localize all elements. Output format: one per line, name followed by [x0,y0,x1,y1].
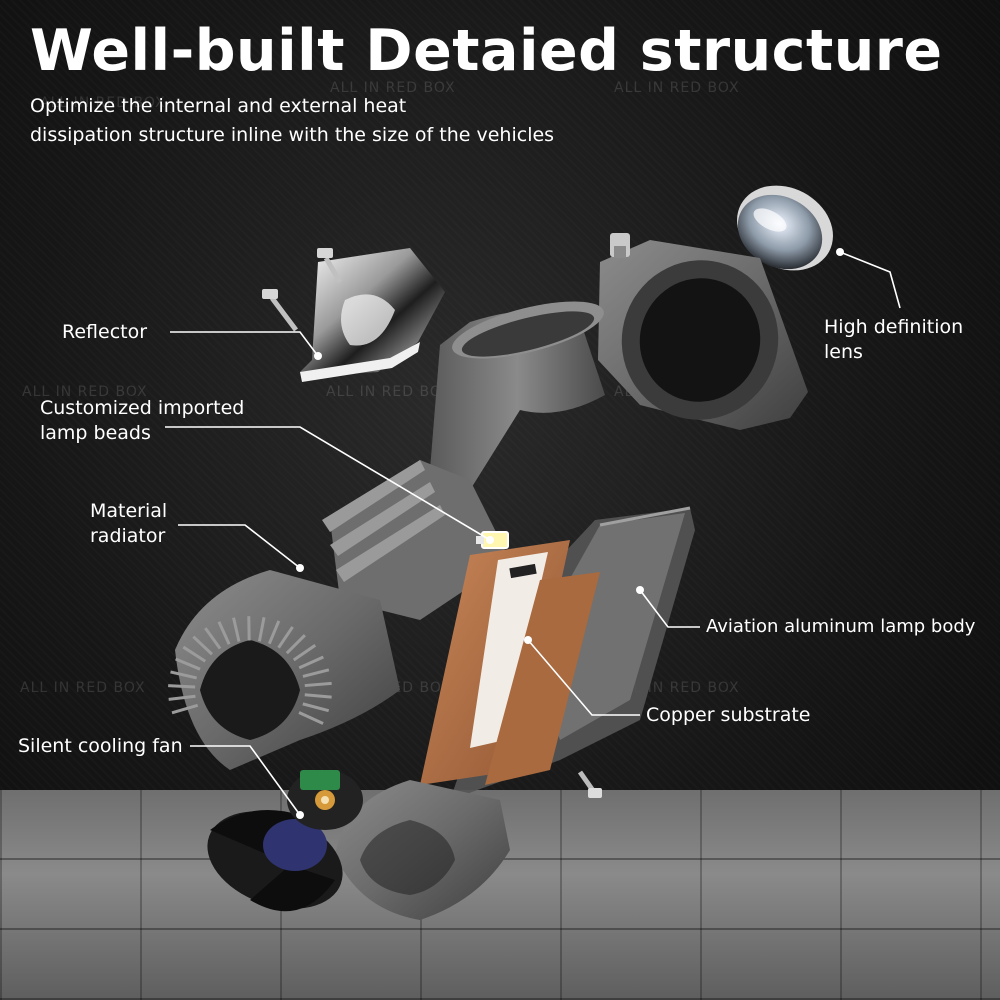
cooling-fan-label: Silent cooling fan [18,735,183,757]
radiator-label: Material radiator [90,499,167,549]
radiator-label-line: radiator [90,525,166,547]
watermark: ALL IN RED BOX [22,384,148,400]
lamp-beads-leader [165,426,491,541]
radiator-fin [182,645,207,663]
lens-leader [839,251,901,309]
radiator-fin [257,617,266,642]
radiator-fins [168,616,332,725]
radiator-fin [304,693,332,699]
radiator-label-line: Material [90,500,168,522]
radiator-fin [292,644,317,662]
leader-dot [636,586,644,594]
radiator-fin [298,711,324,725]
radiator-fin [171,703,199,715]
copper-leader [527,639,640,716]
leader-dot [486,536,494,544]
watermark: ALL IN RED BOX [330,80,456,96]
subtitle: Optimize the internal and external heat … [30,92,554,150]
lens-label-line: lens [824,341,863,363]
radiator-fin [217,621,231,645]
radiator-fin [267,620,281,645]
radiator-fin [277,626,294,649]
leader-lines [165,251,901,816]
radiator-fin [192,635,214,656]
watermark: ALL IN RED BOX [40,95,166,111]
lamp-beads-label: Customized imported lamp beads [40,396,244,446]
watermark: ALL IN RED BOX [20,680,146,696]
leader-dots [296,248,844,819]
leader-dot [296,811,304,819]
body-screw [577,770,602,798]
radiator-fin [304,681,332,688]
reflector-leader [170,331,319,357]
lamp-body-leader [639,589,700,628]
radiator-fin [285,634,306,655]
subtitle-line: dissipation structure inline with the si… [30,124,555,146]
radiator-fin [175,657,201,671]
lens-label: High definition lens [824,315,963,365]
lens-label-line: High definition [824,316,964,338]
radiator-fin [170,670,197,680]
fan-leader [190,745,301,816]
leader-dot [314,352,322,360]
page-title: Well-built Detaied structure [30,18,943,84]
mounting-ring [598,233,808,430]
radiator-fin [168,694,196,701]
copper-substrate-label: Copper substrate [646,704,811,726]
led-bead-pad [476,536,484,544]
lower-radiator [335,780,510,920]
watermark: ALL IN RED BOX [614,80,740,96]
watermark: ALL IN RED BOX [326,384,452,400]
radiator-fin [298,655,324,670]
leader-dot [296,564,304,572]
lens [737,185,833,271]
cooling-fan [207,770,363,912]
radiator-fin [232,617,241,642]
leader-dot [836,248,844,256]
reflector [262,248,445,382]
radiator-fin [204,627,222,650]
lamp-beads-label-line: lamp beads [40,422,151,444]
led-bead [481,531,509,549]
copper-substrate [420,540,600,785]
radiator-fin [302,702,330,713]
radiator-fin [302,668,330,678]
radiator-fin [168,684,196,689]
reflector-label: Reflector [62,321,148,343]
leader-dot [524,636,532,644]
lamp-body-label: Aviation aluminum lamp body [706,616,976,637]
lamp-beads-label-line: Customized imported [40,397,245,419]
subtitle-line: Optimize the internal and external heat [30,95,407,117]
radiator-leader [178,524,301,569]
